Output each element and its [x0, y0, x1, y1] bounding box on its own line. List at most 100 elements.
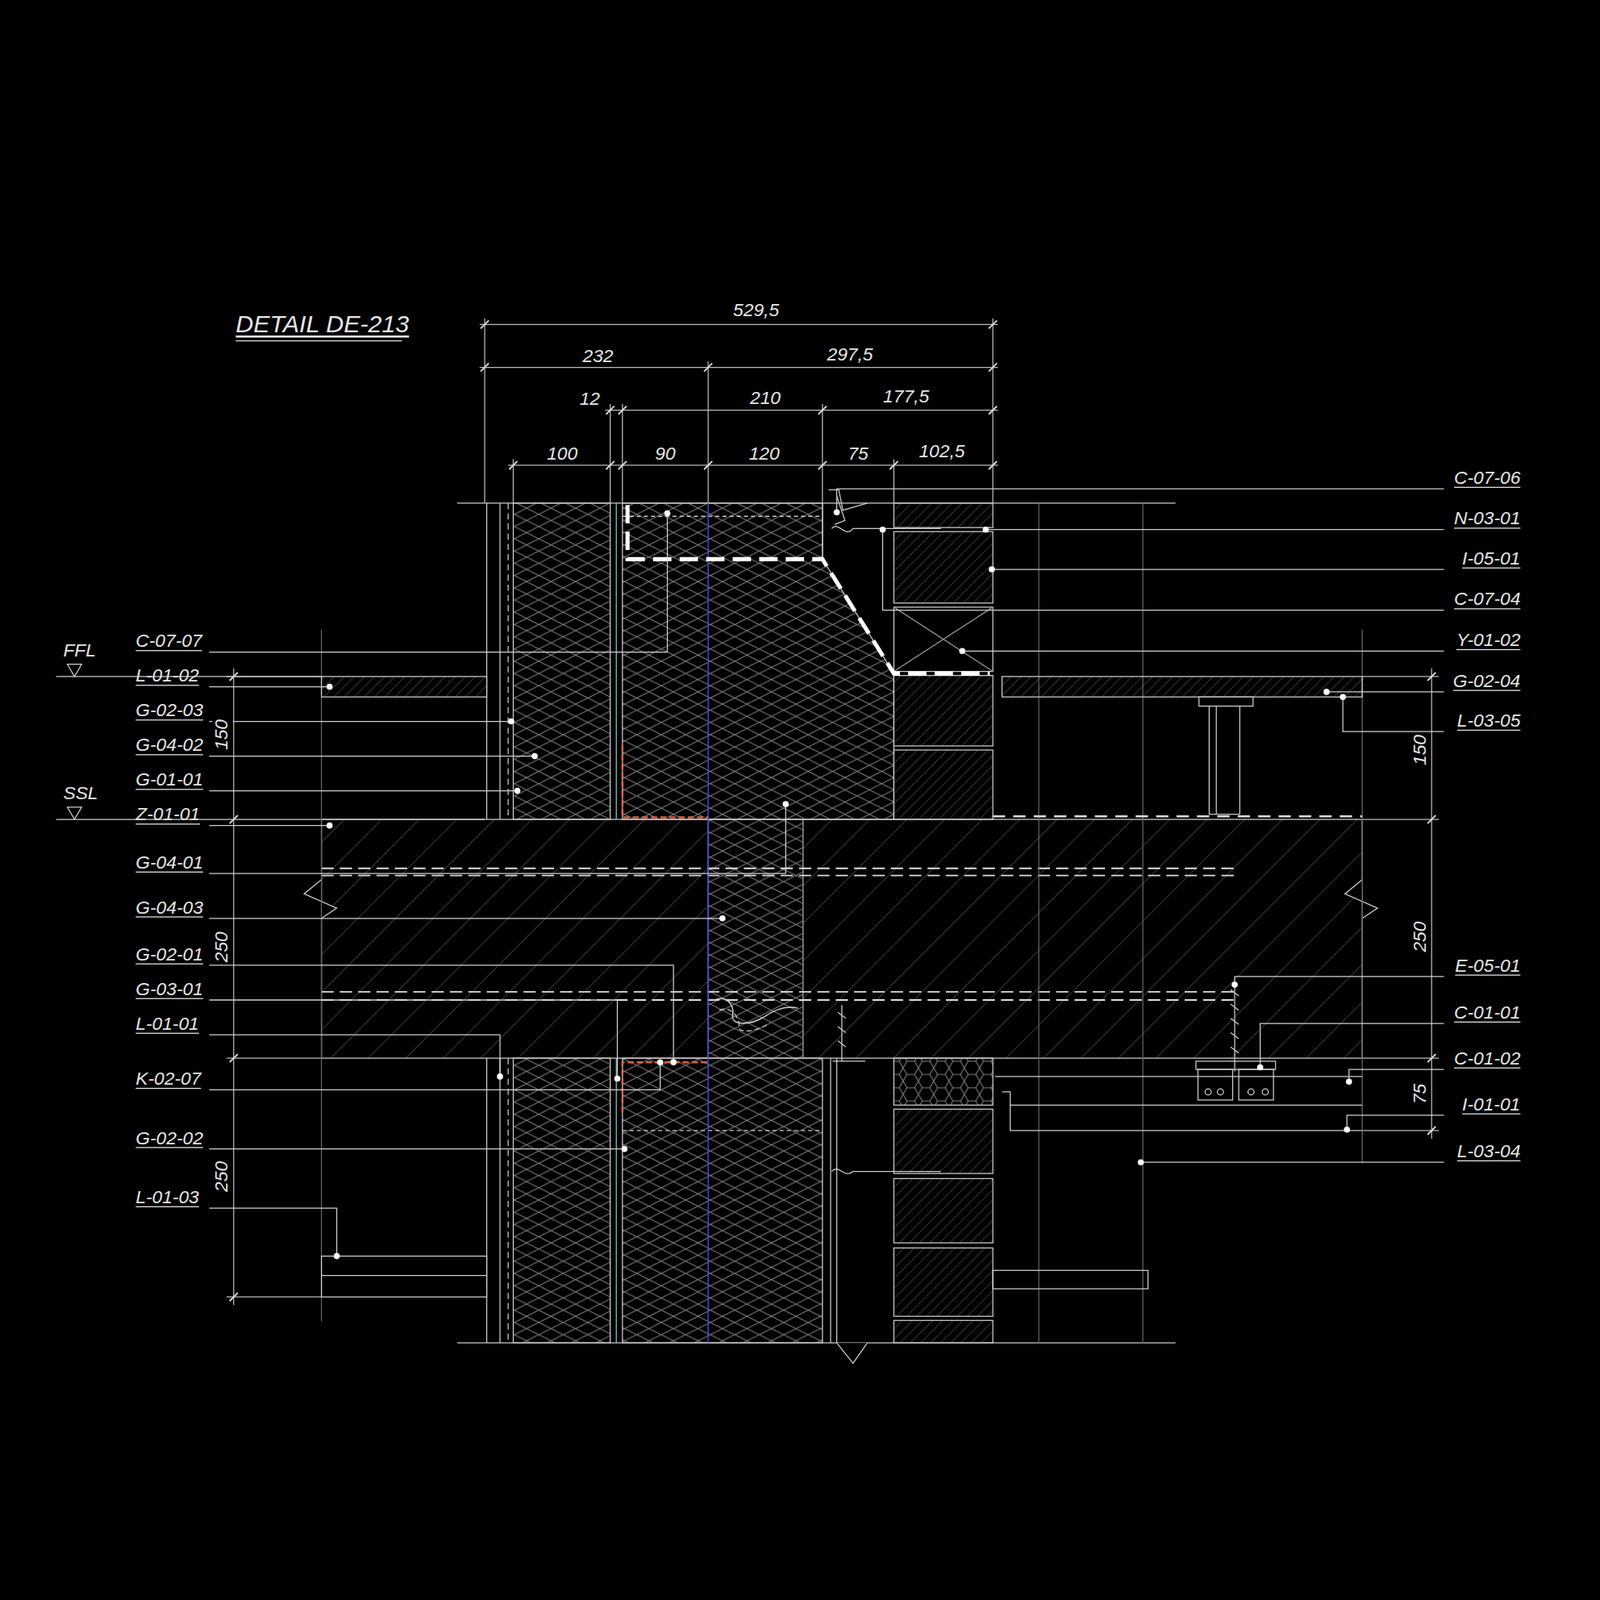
- concrete-slab: [321, 875, 1235, 877]
- callout-code: C-07-06: [1454, 468, 1521, 489]
- leader-lines: [208, 917, 722, 919]
- dimension-lines: [226, 1057, 322, 1059]
- leader-lines: [208, 720, 512, 722]
- leader-dots: [1345, 1078, 1353, 1085]
- lower-wall: [829, 1058, 831, 1343]
- leader-lines: [208, 755, 535, 757]
- lower-wall: [893, 1320, 993, 1343]
- membrane-lines: [622, 1062, 709, 1113]
- lower-wall: [893, 1178, 993, 1243]
- dimension-value: 177,5: [883, 387, 930, 408]
- leader-dots: [988, 566, 996, 573]
- dimension-lines: [609, 404, 611, 504]
- leader-lines: [1260, 1023, 1445, 1067]
- leader-dots: [326, 683, 334, 691]
- leader-lines: [208, 1208, 337, 1256]
- leader-lines: [208, 512, 667, 652]
- dimension-lines: [508, 464, 998, 466]
- suspended-ceiling: [1002, 1091, 1363, 1131]
- leader-dots: [531, 753, 538, 760]
- callout-code: G-02-03: [135, 700, 204, 721]
- callout-code: K-02-07: [135, 1069, 201, 1090]
- dimension-value: 250: [1410, 919, 1431, 955]
- dimension-value: 90: [654, 444, 675, 465]
- callout-code: I-05-01: [1462, 549, 1521, 570]
- leader-lines: [837, 488, 1445, 513]
- dimension-lines: [233, 668, 234, 1306]
- leader-dots: [670, 1058, 677, 1066]
- leader-dots: [508, 718, 515, 725]
- level-marks: [67, 807, 83, 820]
- leader-lines: [208, 825, 330, 826]
- upper-wall: [622, 516, 823, 517]
- dimension-lines: [480, 320, 997, 470]
- dimension-lines: [479, 324, 999, 325]
- lower-wall: [512, 1058, 610, 1343]
- lower-wall: [616, 1058, 617, 1343]
- upper-wall: [893, 607, 993, 672]
- floor-finishes: [1002, 676, 1363, 697]
- callout-code: E-05-01: [1454, 956, 1521, 977]
- concrete-slab: [304, 819, 1378, 1059]
- concrete-slab: [714, 998, 799, 1023]
- leader-dots: [879, 526, 887, 534]
- upper-wall: [893, 607, 993, 672]
- callout-code: N-03-01: [1454, 509, 1521, 530]
- dimension-value: 12: [579, 389, 600, 410]
- leader-dots: [1323, 688, 1330, 696]
- leader-lines: [208, 1034, 500, 1077]
- leader-dots: [621, 1145, 629, 1153]
- dimension-value: 75: [847, 444, 868, 465]
- leader-dots: [333, 1253, 341, 1260]
- dimension-lines: [479, 366, 999, 368]
- detail-title: DETAIL DE-213: [235, 311, 409, 338]
- upper-wall: [893, 675, 993, 746]
- level-mark: FFL: [62, 641, 96, 662]
- level-mark: SSL: [62, 783, 98, 805]
- callout-code: Y-01-02: [1456, 630, 1521, 651]
- dimension-lines: [1362, 818, 1439, 820]
- callout-code: C-07-07: [135, 631, 202, 652]
- callout-code: L-03-05: [1457, 711, 1521, 732]
- suspended-ceiling: [1197, 1069, 1233, 1100]
- concrete-slab: [321, 868, 1235, 1000]
- frame-lines: [320, 629, 322, 1322]
- callout-code: Z-01-01: [135, 804, 200, 825]
- leader-lines: [208, 804, 786, 874]
- lower-wall: [837, 1342, 868, 1363]
- leader-lines: [208, 790, 517, 792]
- callout-code: G-01-01: [135, 770, 204, 791]
- leader-lines: [882, 529, 1444, 611]
- upper-wall: [828, 489, 867, 510]
- concrete-slab: [719, 1008, 767, 1031]
- suspended-ceiling: [1238, 1069, 1274, 1100]
- dimension-value: 75: [1410, 1081, 1431, 1106]
- dimension-value: 210: [750, 388, 781, 409]
- upper-wall: [893, 531, 993, 604]
- callout-code: G-02-01: [135, 945, 204, 966]
- upper-wall: [893, 750, 993, 820]
- leader-lines: [208, 965, 674, 1063]
- leader-lines: [1234, 976, 1444, 985]
- dimension-lines: [621, 404, 623, 504]
- concrete-slab: [321, 867, 1235, 870]
- dimension-value: 297,5: [827, 345, 874, 366]
- leader-lines: [208, 1000, 617, 1079]
- callout-code: I-01-01: [1462, 1095, 1521, 1116]
- lower-wall: [457, 1058, 1176, 1363]
- dimension-lines: [229, 672, 238, 1301]
- dimension-value: 529,5: [733, 300, 780, 321]
- callout-code: G-03-01: [135, 979, 204, 1000]
- concrete-slab: [708, 819, 804, 1059]
- level-marks: [67, 664, 83, 677]
- suspended-ceiling: [832, 1004, 865, 1062]
- leader-dots: [1137, 1158, 1145, 1166]
- dimension-lines: [1362, 675, 1439, 677]
- leader-lines: [962, 650, 1444, 652]
- concrete-slab: [1345, 879, 1378, 919]
- callout-code: G-02-04: [1453, 671, 1521, 692]
- suspended-ceiling: [832, 981, 1363, 1131]
- leader-dots: [514, 787, 521, 795]
